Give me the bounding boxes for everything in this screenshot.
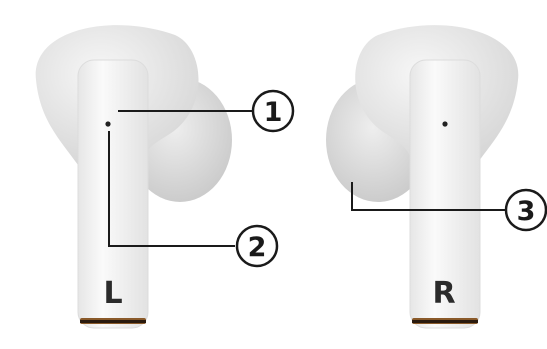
left-side-label: L	[103, 276, 122, 311]
callout-2: 2	[108, 131, 279, 268]
left-sensor-dot	[105, 121, 111, 127]
right-side-label: R	[432, 276, 455, 311]
left-stem	[77, 59, 149, 329]
callout-3: 3	[351, 182, 547, 232]
right-earbud: R	[326, 25, 519, 329]
callout-1-number: 1	[264, 97, 283, 128]
callout-3-leader	[351, 182, 506, 211]
right-stem	[409, 59, 481, 329]
right-mic-band-dark	[412, 320, 478, 323]
callout-2-number: 2	[248, 232, 267, 263]
right-sensor-dot	[442, 121, 448, 127]
left-mic-band-dark	[80, 320, 146, 323]
callout-3-number: 3	[517, 196, 536, 227]
callout-1-circle	[251, 89, 295, 133]
callout-1: 1	[118, 89, 295, 133]
left-earbud: L	[35, 25, 232, 329]
callout-2-circle	[235, 224, 279, 268]
callout-2-leader	[108, 131, 235, 247]
callout-3-circle	[504, 188, 547, 232]
